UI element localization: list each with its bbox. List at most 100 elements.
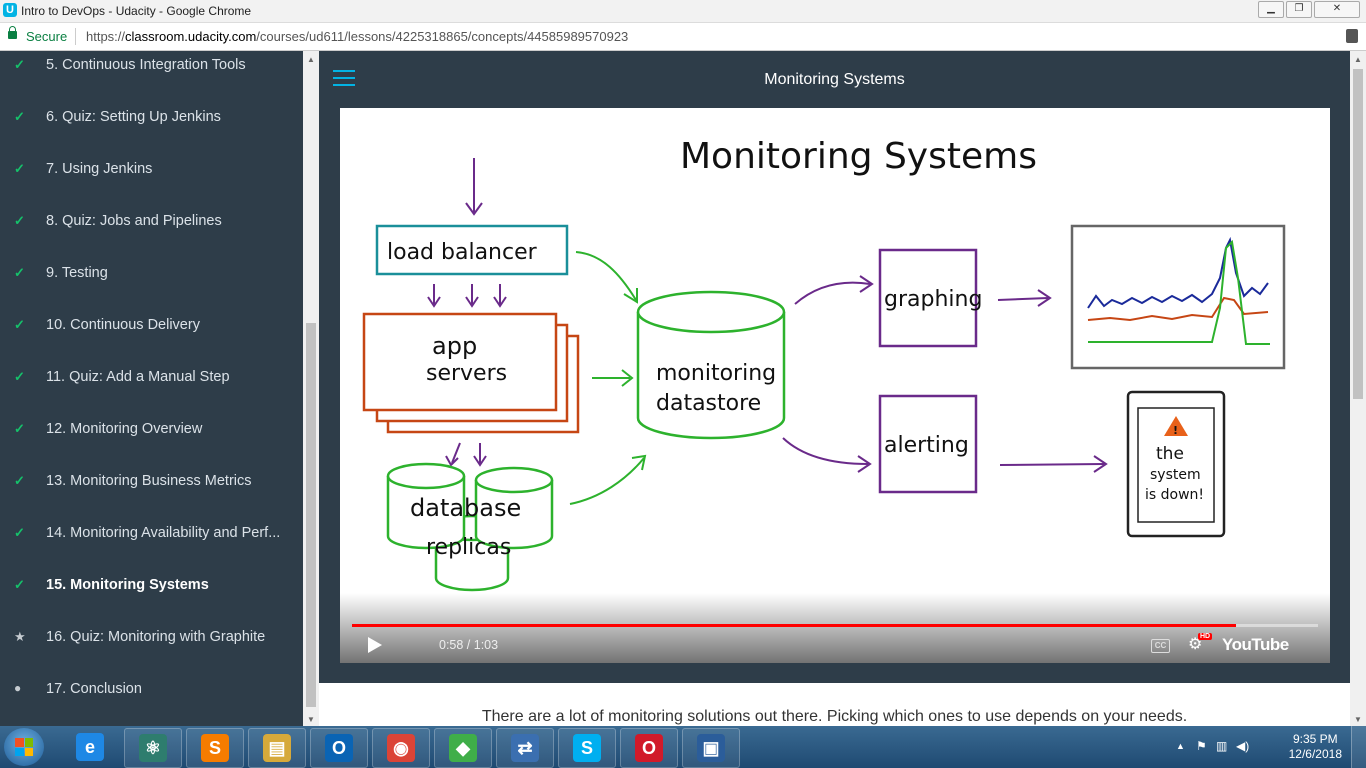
sidebar-item-monitoring-availability[interactable]: ✓14. Monitoring Availability and Perf... (0, 525, 303, 577)
window-title-bar: U Intro to DevOps - Udacity - Google Chr… (0, 0, 1366, 23)
closed-captions-button[interactable]: CC (1151, 639, 1170, 653)
phone-alert: ! the system is down! (1126, 390, 1226, 538)
database-label-1: database (410, 494, 521, 522)
sidebar-item-monitoring-systems[interactable]: ✓15. Monitoring Systems (0, 577, 303, 629)
tray-expand-icon[interactable]: ▲ (1176, 741, 1185, 751)
network-icon[interactable]: ▥ (1216, 739, 1228, 753)
sidebar-item-continuous-delivery[interactable]: ✓ 10. Continuous Delivery (0, 317, 303, 369)
video-container: Monitoring Systems load balancer (319, 108, 1350, 683)
taskbar-item[interactable]: O (620, 728, 678, 768)
arrows-from-datastore (782, 275, 874, 473)
taskbar-item[interactable]: ⚛ (124, 728, 182, 768)
taskbar-item[interactable]: ▣ (682, 728, 740, 768)
main-scrollbar[interactable]: ▲ ▼ (1350, 51, 1366, 726)
sidebar-item-label: 6. Quiz: Setting Up Jenkins (46, 109, 221, 125)
scroll-up-arrow-icon[interactable]: ▲ (1354, 55, 1362, 64)
arrows-to-database (445, 442, 487, 467)
start-button[interactable] (4, 728, 44, 766)
menu-icon[interactable] (333, 70, 355, 86)
check-icon: ✓ (14, 213, 25, 228)
check-icon: ✓ (14, 317, 25, 332)
window-title: Intro to DevOps - Udacity - Google Chrom… (21, 4, 252, 18)
arrow-into-load-balancer (465, 158, 483, 216)
sidebar-item-monitoring-overview[interactable]: ✓12. Monitoring Overview (0, 421, 303, 473)
graph-screen (1070, 224, 1286, 370)
url-path: /courses/ud611/lessons/4225318865/concep… (256, 29, 629, 44)
speaker-icon[interactable]: ◀) (1236, 739, 1250, 753)
monitoring-datastore (636, 290, 786, 440)
address-bar[interactable]: Secure https://classroom.udacity.com/cou… (0, 23, 1366, 51)
minimize-button[interactable]: ▁ (1258, 1, 1284, 18)
video-progress-bar[interactable] (352, 624, 1318, 627)
video-time: 0:58 / 1:03 (439, 638, 499, 652)
taskbar-item[interactable]: ◆ (434, 728, 492, 768)
taskbar-item[interactable]: O (310, 728, 368, 768)
video-player[interactable]: Monitoring Systems load balancer (340, 108, 1330, 663)
arrows-to-app-servers (427, 284, 507, 308)
sidebar-item-label: 7. Using Jenkins (46, 161, 153, 177)
skype-icon: S (573, 734, 601, 762)
close-button[interactable]: ✕ (1314, 1, 1360, 18)
check-icon: ✓ (14, 473, 25, 488)
load-balancer-box (375, 224, 569, 276)
graphing-label: graphing (884, 287, 982, 312)
arrows-to-datastore (569, 251, 647, 505)
taskbar-item[interactable]: e (62, 728, 118, 766)
scroll-down-arrow-icon[interactable]: ▼ (1354, 715, 1362, 724)
star-icon: ★ (14, 629, 26, 644)
sidebar-item-quiz-monitoring-with-graphite[interactable]: ★16. Quiz: Monitoring with Graphite (0, 629, 303, 681)
sidebar-scrollbar-thumb[interactable] (306, 323, 316, 707)
file-explorer-icon: ▤ (263, 734, 291, 762)
settings-gear-icon[interactable]: ⚙ (1188, 636, 1203, 653)
extension-icon[interactable] (1346, 29, 1358, 43)
system-clock[interactable]: 9:35 PM 12/6/2018 (1289, 732, 1342, 762)
check-icon: ✓ (14, 161, 25, 176)
main-content: Monitoring Systems Monitoring Systems lo… (319, 51, 1350, 726)
windows-logo-icon (15, 738, 33, 756)
sublime-text-icon: S (201, 734, 229, 762)
check-icon: ✓ (14, 577, 25, 592)
check-icon: ✓ (14, 369, 25, 384)
lesson-header: Monitoring Systems (319, 51, 1350, 108)
taskbar-item[interactable]: S (558, 728, 616, 768)
sidebar-item-monitoring-business-metrics[interactable]: ✓13. Monitoring Business Metrics (0, 473, 303, 525)
clock-date: 12/6/2018 (1288, 747, 1342, 761)
sidebar-item-label: 5. Continuous Integration Tools (46, 57, 246, 73)
udacity-logo-icon: U (3, 3, 17, 17)
secure-label[interactable]: Secure (26, 29, 68, 44)
alerting-box (878, 394, 978, 494)
database-label-2: replicas (426, 535, 511, 560)
sidebar-scrollbar[interactable]: ▲ ▼ (303, 51, 319, 726)
youtube-logo[interactable]: YouTube (1222, 635, 1289, 654)
sidebar-item-testing[interactable]: ✓9. Testing (0, 265, 303, 317)
sidebar-item-quiz-add-a-manual-step[interactable]: ✓ 11. Quiz: Add a Manual Step (0, 369, 303, 421)
scroll-up-arrow-icon[interactable]: ▲ (307, 55, 315, 64)
taskbar-item[interactable]: S (186, 728, 244, 768)
sidebar-item-continuous-integration-tools[interactable]: ✓5. Continuous Integration Tools (0, 57, 303, 109)
scroll-down-arrow-icon[interactable]: ▼ (307, 715, 315, 724)
action-center-icon[interactable]: ⚑ (1196, 739, 1207, 753)
sidebar-item-label: 11. Quiz: Add a Manual Step (46, 369, 230, 385)
taskbar-item[interactable]: ⇄ (496, 728, 554, 768)
fullscreen-icon[interactable] (340, 108, 356, 124)
video-progress-played (352, 624, 1236, 627)
sidebar-item-conclusion[interactable]: ●17. Conclusion (0, 681, 303, 726)
taskbar-item[interactable]: ▤ (248, 728, 306, 768)
warning-symbol: ! (1173, 424, 1178, 437)
restore-button[interactable]: ❐ (1286, 1, 1312, 18)
sidebar-item-using-jenkins[interactable]: ✓ 7. Using Jenkins (0, 161, 303, 213)
sidebar-item-quiz-setting-up-jenkins[interactable]: ✓6. Quiz: Setting Up Jenkins (0, 109, 303, 161)
dot-icon: ● (14, 681, 22, 695)
lesson-caption: There are a lot of monitoring solutions … (481, 708, 1188, 725)
lock-icon[interactable] (8, 26, 17, 39)
taskbar-item[interactable]: ◉ (372, 728, 430, 768)
show-desktop-button[interactable] (1351, 726, 1366, 768)
main-scrollbar-thumb[interactable] (1353, 69, 1363, 399)
url-text[interactable]: https://classroom.udacity.com/courses/ud… (86, 29, 628, 44)
sidebar-item-quiz-jobs-and-pipelines[interactable]: ✓8. Quiz: Jobs and Pipelines (0, 213, 303, 265)
play-icon[interactable] (368, 637, 382, 653)
sidebar-item-label: 10. Continuous Delivery (46, 317, 200, 333)
app-servers-label-2: servers (426, 361, 507, 386)
lesson-sidebar: ✓5. Continuous Integration Tools ✓6. Qui… (0, 51, 303, 726)
sidebar-item-label: 14. Monitoring Availability and Perf... (46, 525, 281, 541)
